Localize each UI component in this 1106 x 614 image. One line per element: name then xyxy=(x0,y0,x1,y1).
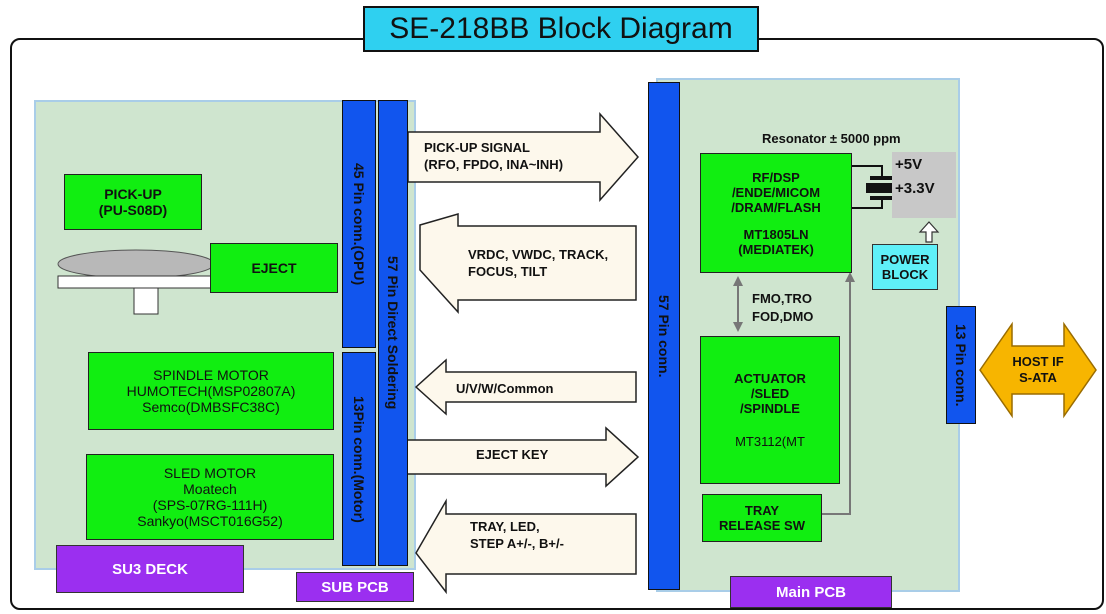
actuator-box: ACTUATOR/SLED/SPINDLE MT3112(MT xyxy=(700,336,840,484)
power-rail-box xyxy=(892,152,956,218)
tray-signal-arrow xyxy=(415,498,637,595)
power-up-arrow xyxy=(918,221,940,243)
power-33v-label: +3.3V xyxy=(895,180,935,197)
diagram-title: SE-218BB Block Diagram xyxy=(363,6,759,52)
eject-key-arrow xyxy=(405,426,640,488)
tray-signal-label: TRAY, LED,STEP A+/-, B+/- xyxy=(470,519,564,551)
servo-signal-label: VRDC, VWDC, TRACK,FOCUS, TILT xyxy=(468,247,609,279)
su3-deck-label: SU3 DECK xyxy=(56,545,244,593)
motor-signal-label: U/V/W/Common xyxy=(456,381,554,396)
motor-signal-arrow xyxy=(414,358,637,416)
pickup-signal-label: PICK-UP SIGNAL(RFO, FPDO, INA~INH) xyxy=(424,140,564,172)
pickup-box: PICK-UP(PU-S08D) xyxy=(64,174,202,230)
eject-box: EJECT xyxy=(210,243,338,293)
rf-dsp-box: RF/DSP/ENDE/MICOM/DRAM/FLASH MT1805LN(ME… xyxy=(700,153,852,273)
conn-45-pin-opu: 45 Pin conn.(OPU) xyxy=(342,100,376,348)
conn-13-pin-motor: 13Pin conn.(Motor) xyxy=(342,352,376,566)
conn-57-pin-direct-soldering: 57 Pin Direct Soldering xyxy=(378,100,408,566)
eject-key-label: EJECT KEY xyxy=(476,447,549,462)
power-5v-label: +5V xyxy=(895,156,923,173)
conn-57-pin: 57 Pin conn. xyxy=(648,82,680,590)
resonator-label: Resonator ± 5000 ppm xyxy=(762,131,901,146)
spindle-shape xyxy=(133,287,159,315)
tray-release-link xyxy=(822,276,851,515)
servo-signal-arrow xyxy=(419,213,637,314)
sub-pcb-label: SUB PCB xyxy=(296,572,414,602)
conn-13-pin: 13 Pin conn. xyxy=(946,306,976,424)
disc-shape xyxy=(57,249,215,279)
host-if-arrow xyxy=(979,321,1097,419)
main-pcb-label: Main PCB xyxy=(730,576,892,608)
pickup-signal-arrow xyxy=(407,112,640,202)
